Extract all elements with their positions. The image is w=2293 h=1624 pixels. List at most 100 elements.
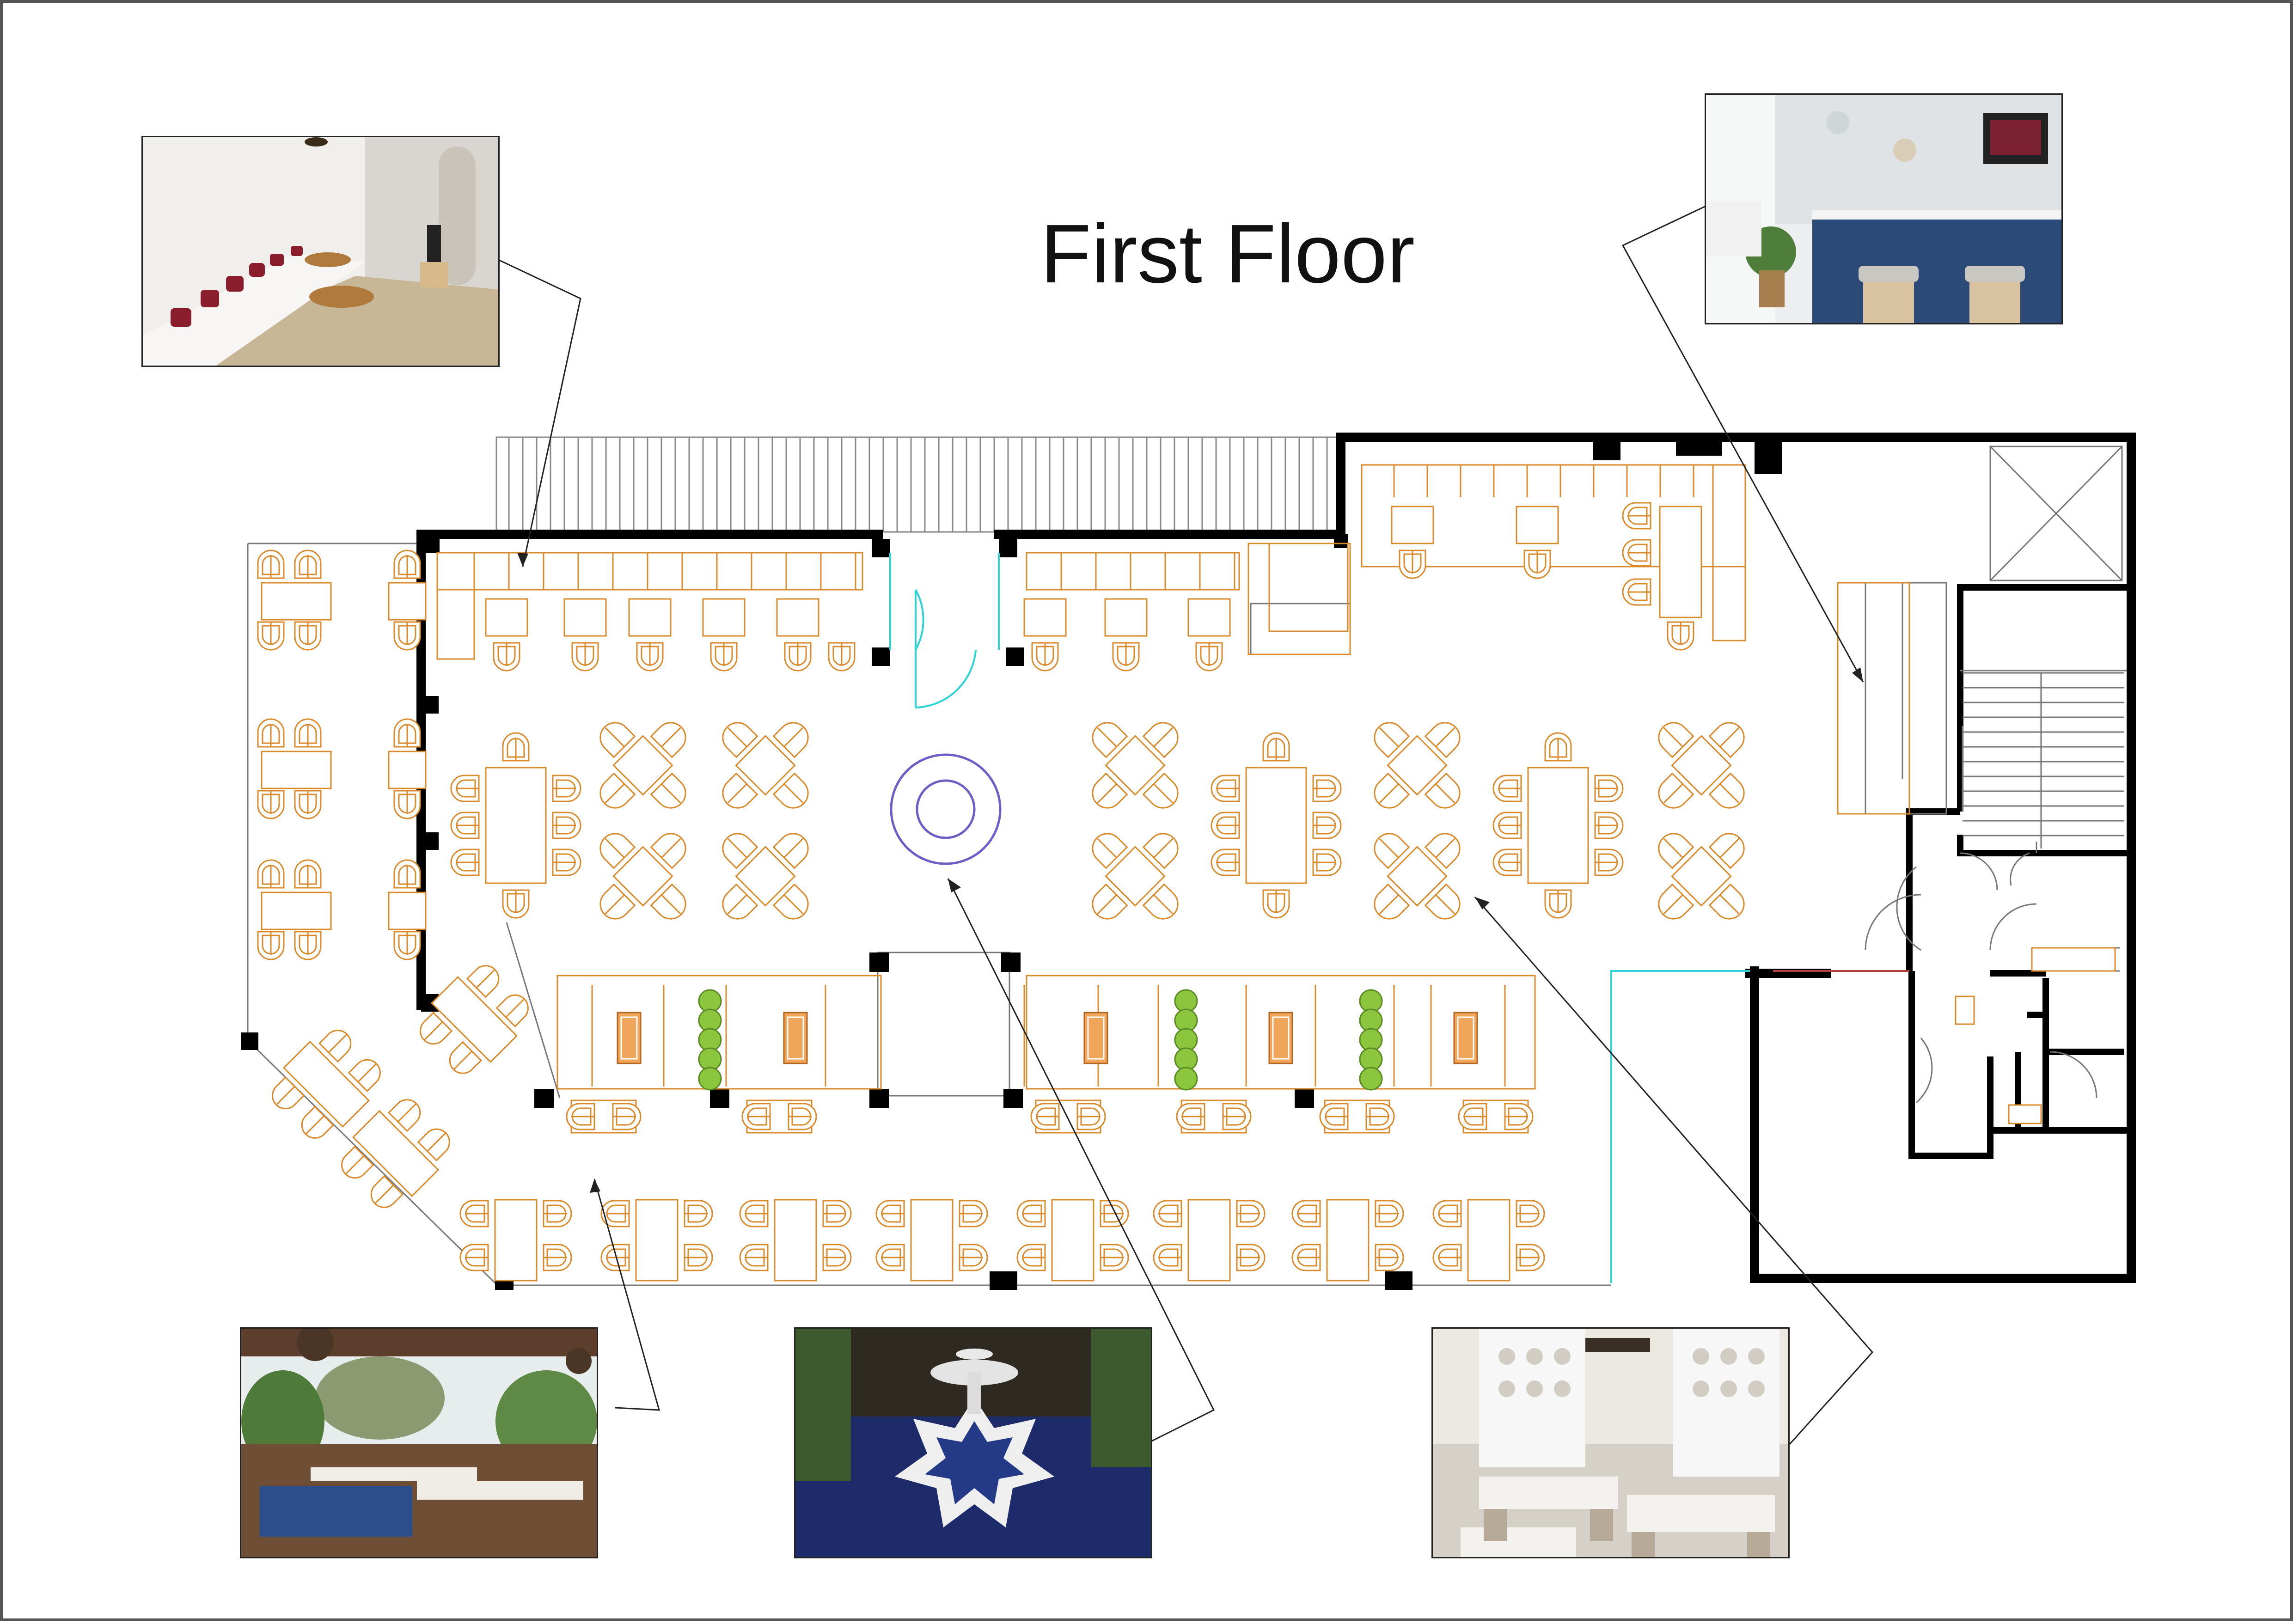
chair — [1262, 889, 1290, 919]
wc — [1955, 995, 1975, 1025]
table — [388, 582, 427, 621]
chair — [1622, 539, 1651, 567]
chair — [1492, 812, 1522, 839]
chair — [1153, 1244, 1182, 1271]
glass-partition — [889, 553, 1750, 1283]
planters — [698, 989, 1383, 1091]
table — [702, 598, 746, 637]
floor-plan — [241, 203, 2136, 1446]
star-fountain-icon — [795, 1329, 1151, 1557]
exterior-stair — [495, 436, 1343, 533]
chair — [1211, 775, 1240, 802]
star-fountain-photo — [794, 1327, 1152, 1558]
chair — [636, 642, 664, 672]
planter-shrub — [1174, 1067, 1198, 1091]
chair — [828, 642, 856, 672]
dining-furniture — [257, 502, 2116, 1282]
chair — [784, 642, 812, 672]
service-core — [1906, 584, 2127, 1159]
chair — [1432, 1244, 1462, 1271]
table — [1467, 1199, 1510, 1282]
table-diamond — [1374, 833, 1461, 920]
chair — [1030, 1103, 1060, 1130]
chair — [257, 859, 285, 889]
table — [1104, 598, 1148, 637]
chair — [393, 718, 421, 748]
table — [261, 751, 332, 789]
chair — [294, 931, 322, 960]
chair — [1291, 1200, 1321, 1227]
table-diamond — [1658, 833, 1745, 920]
chair — [257, 718, 285, 748]
table — [494, 1199, 538, 1282]
chair — [710, 642, 738, 672]
chair — [543, 1200, 572, 1227]
chair — [1016, 1244, 1046, 1271]
chair — [1504, 1103, 1534, 1130]
table — [1023, 598, 1067, 637]
table — [1245, 767, 1307, 884]
chair — [257, 621, 285, 651]
main-dining-photo — [1431, 1327, 1790, 1558]
chair — [1312, 812, 1342, 839]
chair — [294, 790, 322, 819]
pergola-terrace-icon — [241, 1329, 597, 1557]
table — [1659, 506, 1702, 618]
chair — [502, 732, 530, 762]
chair — [257, 931, 285, 960]
screen-dining-icon — [1433, 1329, 1788, 1557]
table-diagonal — [341, 1099, 450, 1208]
chair — [822, 1200, 852, 1227]
table — [635, 1199, 679, 1282]
table — [1187, 1199, 1231, 1282]
chair — [1222, 1103, 1252, 1130]
chair — [1176, 1103, 1205, 1130]
chair — [1622, 502, 1651, 530]
table-diamond — [722, 833, 809, 920]
wc — [2008, 1104, 2042, 1124]
chair — [1622, 578, 1651, 606]
table — [388, 891, 427, 930]
chair — [1458, 1103, 1487, 1130]
table — [388, 751, 427, 789]
chair — [1432, 1200, 1462, 1227]
table — [1516, 506, 1559, 544]
table — [1527, 767, 1589, 884]
chair — [1262, 732, 1290, 762]
chair — [294, 718, 322, 748]
chair — [1667, 621, 1694, 651]
chair — [1031, 642, 1059, 672]
chair — [1516, 1200, 1545, 1227]
table-diamond — [722, 722, 809, 809]
chair — [1594, 812, 1624, 839]
chair — [393, 931, 421, 960]
table — [261, 891, 332, 930]
chair — [552, 849, 581, 876]
page-title: First Floor — [1040, 208, 1415, 300]
chair — [393, 549, 421, 579]
service-core-thin — [1865, 446, 2127, 1104]
chair — [493, 642, 520, 672]
chair — [393, 790, 421, 819]
terrace-outline — [247, 543, 1611, 1286]
chair — [1319, 1103, 1349, 1130]
planter-shrub — [698, 1067, 722, 1091]
chair — [571, 642, 599, 672]
chair — [739, 1200, 769, 1227]
chair — [459, 1200, 489, 1227]
chair — [1492, 775, 1522, 802]
chair — [612, 1103, 642, 1130]
chair — [1236, 1244, 1266, 1271]
chair — [684, 1244, 713, 1271]
table-diamond — [599, 833, 686, 920]
chair — [459, 1244, 489, 1271]
chair — [1112, 642, 1140, 672]
chair — [393, 859, 421, 889]
moroccan-lounge-icon — [143, 137, 498, 366]
chair — [1100, 1200, 1129, 1227]
chair — [294, 621, 322, 651]
chair — [959, 1200, 988, 1227]
chair — [875, 1200, 905, 1227]
planter-shrub — [1359, 1067, 1383, 1091]
